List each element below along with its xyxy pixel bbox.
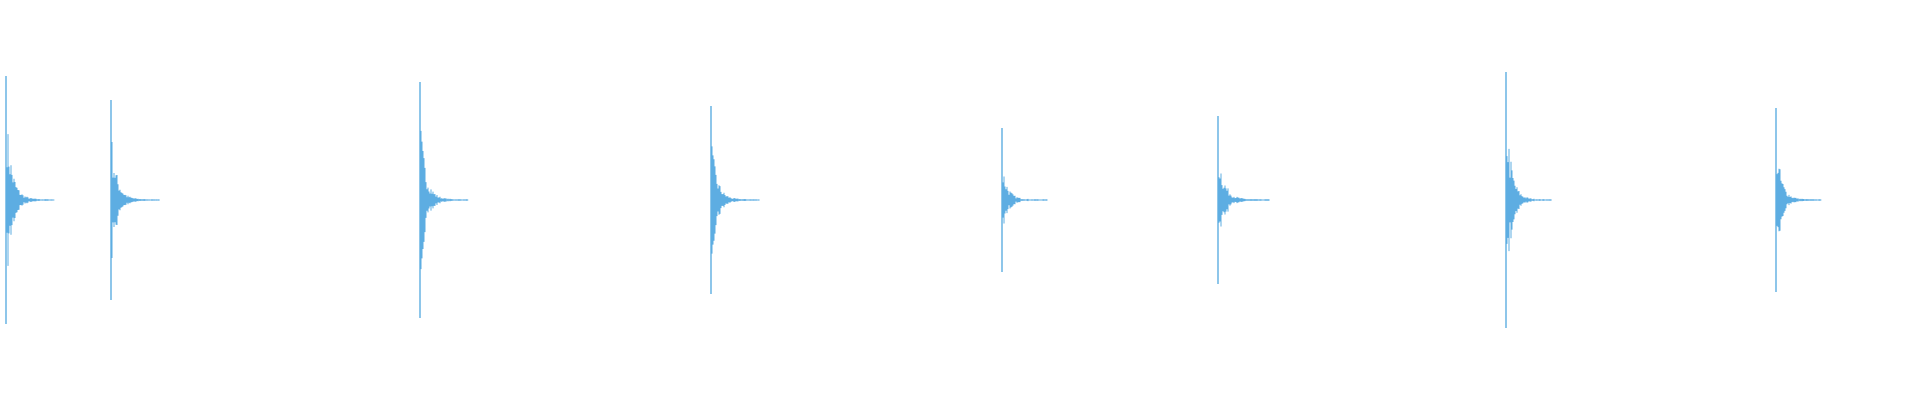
waveform-event: [1001, 128, 1048, 272]
waveform-event: [419, 82, 469, 318]
waveform-event: [5, 76, 55, 324]
waveform-event: [1217, 116, 1270, 284]
waveform-events: [5, 72, 1822, 328]
waveform-event: [1505, 72, 1552, 328]
waveform-event: [710, 106, 760, 294]
waveform-event: [110, 100, 160, 300]
waveform-event: [1775, 108, 1822, 292]
